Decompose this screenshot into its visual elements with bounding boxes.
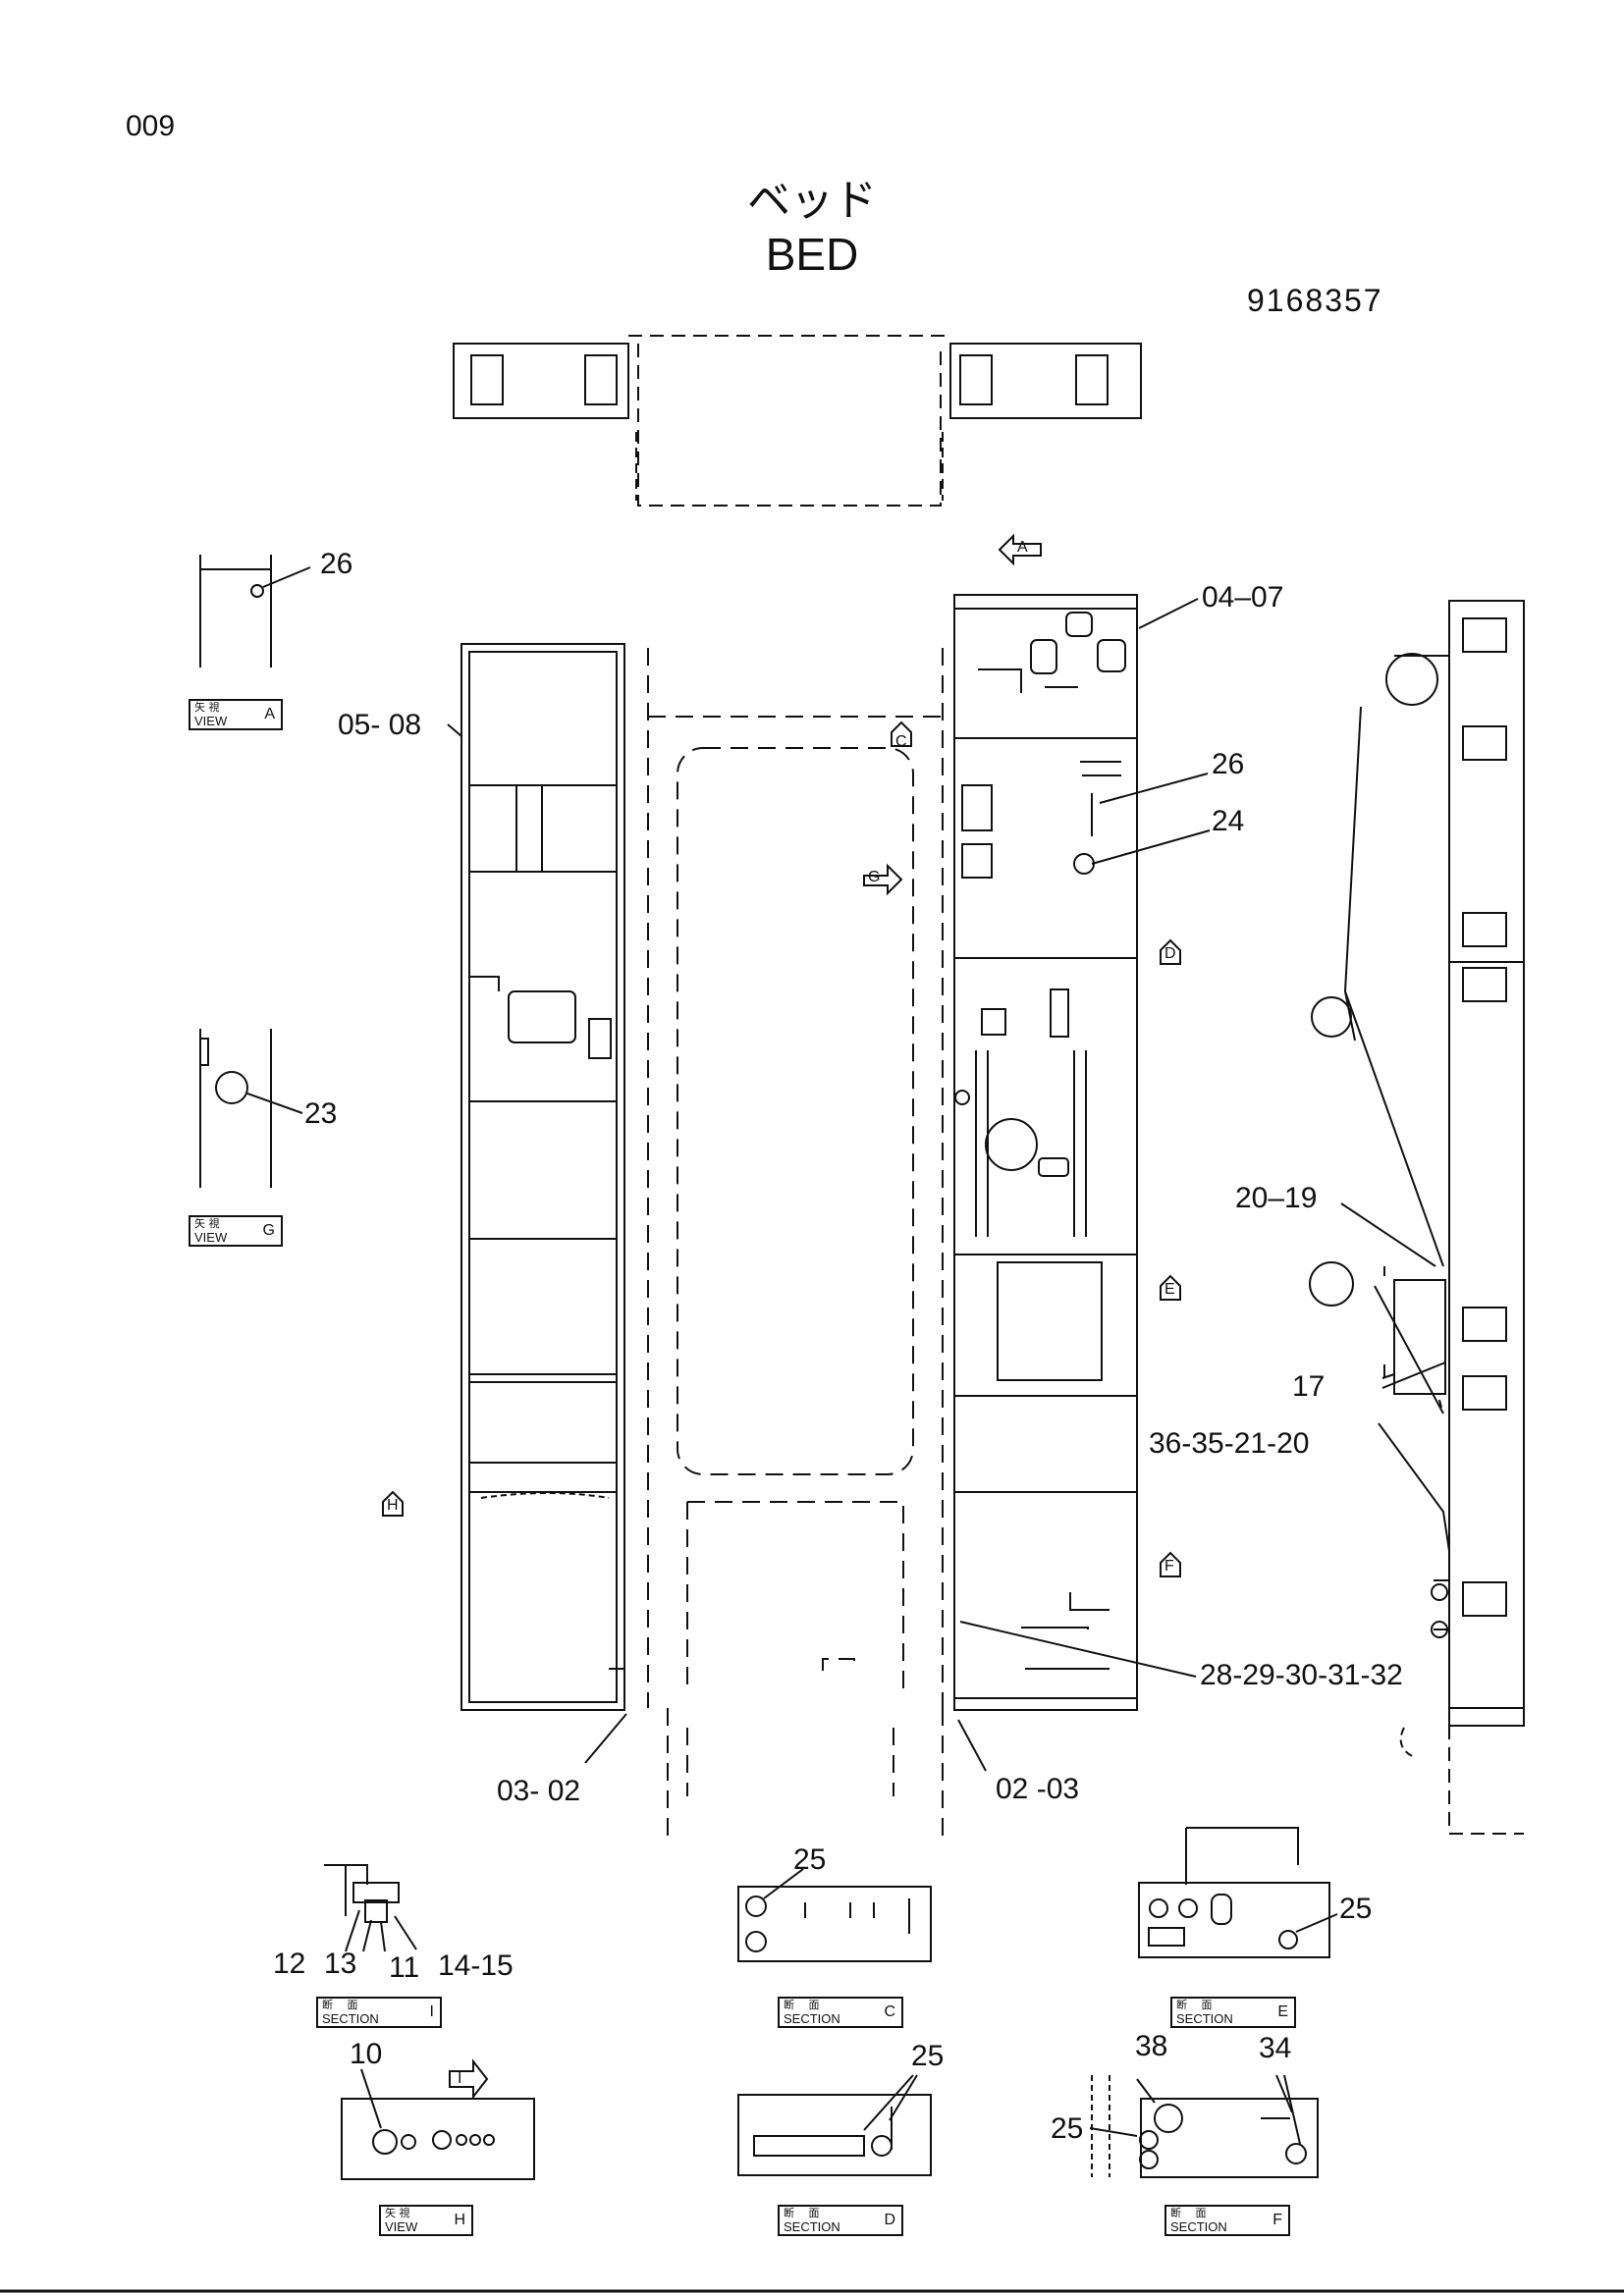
callout-34: 34: [1259, 2032, 1292, 2064]
view-marker-e: E: [1164, 1281, 1175, 1298]
callout-25-section-c: 25: [793, 1843, 827, 1876]
callout-28-29-30-31-32: 28-29-30-31-32: [1200, 1659, 1403, 1691]
section-e-tag: 断 面 SECTION E: [1170, 1997, 1296, 2028]
view-marker-f: F: [1164, 1558, 1174, 1575]
section-d-detail: [737, 2074, 932, 2176]
callout-38: 38: [1135, 2030, 1168, 2062]
section-i-tag: 断 面 SECTION I: [316, 1997, 442, 2028]
callout-13: 13: [324, 1948, 357, 1980]
view-marker-i: I: [458, 2070, 462, 2087]
callout-12: 12: [273, 1948, 306, 1980]
callout-26-main: 26: [1212, 748, 1245, 780]
callout-02-03: 02 -03: [996, 1773, 1080, 1805]
left-side-panel: [447, 643, 625, 1711]
callout-04-07: 04–07: [1202, 581, 1284, 614]
callout-25-section-d: 25: [911, 2040, 945, 2072]
callout-26-view-a: 26: [320, 548, 353, 580]
view-a-tag: 矢 視 VIEW A: [189, 699, 283, 730]
central-frame-dashed: [647, 648, 944, 1836]
callout-10: 10: [350, 2038, 383, 2070]
section-f-tag: 断 面 SECTION F: [1164, 2205, 1290, 2236]
view-marker-a: A: [1017, 539, 1028, 556]
side-elevation: [1309, 600, 1525, 1835]
callout-14-15: 14-15: [438, 1949, 514, 1982]
section-c-detail: [737, 1868, 932, 1962]
view-a-detail: [199, 555, 311, 667]
section-c-tag: 断 面 SECTION C: [778, 1997, 903, 2028]
view-g-detail: [199, 1029, 303, 1188]
callout-36-35-21-20: 36-35-21-20: [1149, 1427, 1310, 1460]
section-i-detail: [324, 1864, 417, 1952]
callout-03-02: 03- 02: [497, 1775, 581, 1807]
section-e-detail: [1138, 1827, 1338, 1958]
section-f-detail: [1089, 2074, 1319, 2178]
view-marker-h: H: [387, 1497, 399, 1514]
view-marker-d: D: [1164, 945, 1176, 962]
title-english: BED: [765, 229, 859, 280]
callout-11: 11: [389, 1951, 420, 1984]
leader-lines: [584, 598, 1446, 1772]
title-japanese: ベッド: [747, 176, 877, 226]
view-marker-g: G: [868, 869, 881, 885]
right-side-panel: [953, 594, 1138, 1711]
top-plan-view: [453, 335, 1142, 507]
section-d-tag: 断 面 SECTION D: [778, 2205, 903, 2236]
callout-24: 24: [1212, 805, 1245, 837]
callout-23: 23: [304, 1097, 338, 1130]
page-code: 009: [126, 110, 176, 142]
view-marker-c: C: [895, 733, 907, 750]
callout-17: 17: [1292, 1370, 1326, 1403]
callout-25-section-e: 25: [1339, 1893, 1373, 1925]
drawing-number: 9168357: [1247, 283, 1383, 318]
view-h-detail: [341, 2058, 535, 2180]
callout-25-section-f: 25: [1051, 2112, 1084, 2145]
view-marker-shapes: [382, 533, 1181, 1577]
callout-20-19: 20–19: [1235, 1182, 1318, 1214]
view-h-tag: 矢 視 VIEW H: [379, 2205, 473, 2236]
view-g-tag: 矢 視 VIEW G: [189, 1215, 283, 1247]
callout-05-08: 05- 08: [338, 709, 422, 741]
